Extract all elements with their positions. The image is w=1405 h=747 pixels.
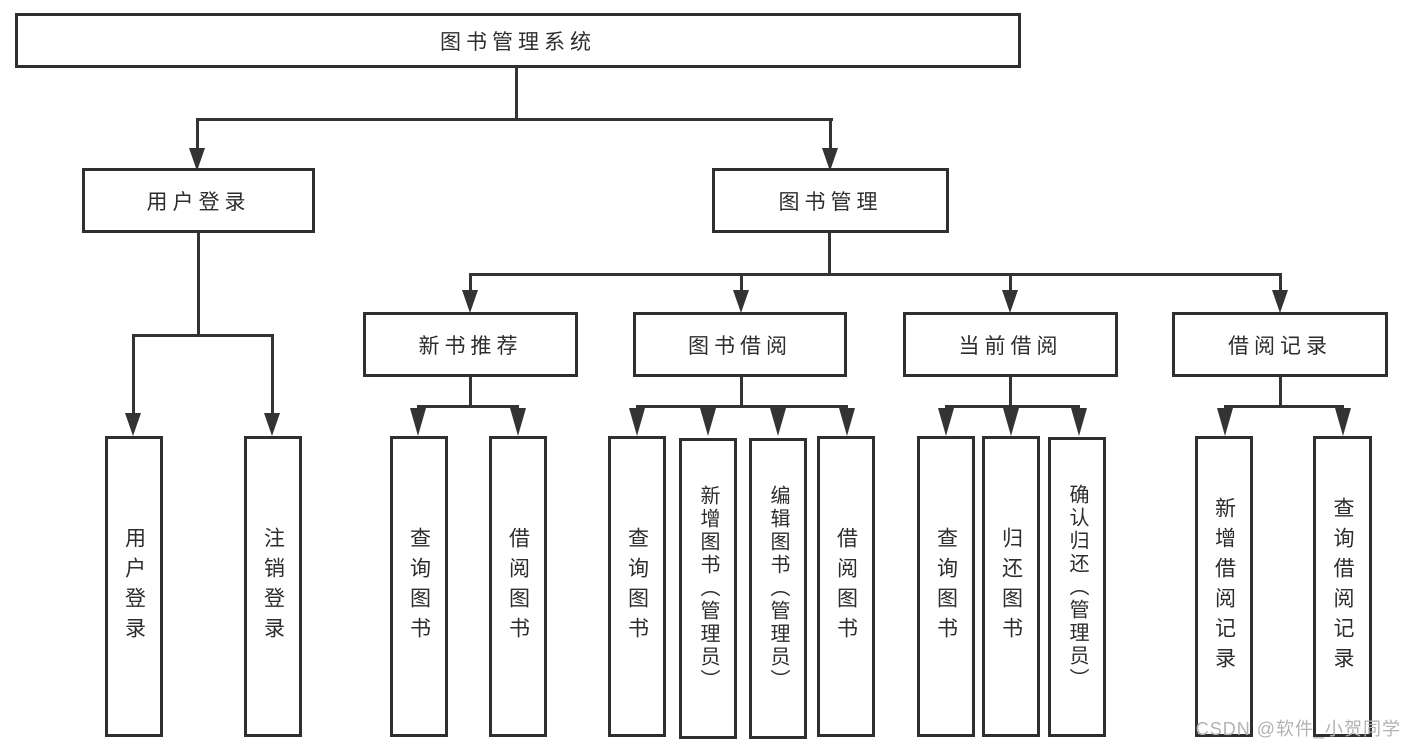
node-root-label: 图书管理系统 bbox=[440, 30, 596, 54]
leaf-borrow-query-label: 查询图书 bbox=[625, 526, 649, 647]
connector-line bbox=[829, 118, 832, 150]
connector-arrowhead bbox=[733, 290, 749, 313]
connector-line bbox=[1279, 273, 1282, 291]
connector-line bbox=[740, 273, 743, 291]
node-borrowing-records: 借阅记录 bbox=[1172, 312, 1388, 377]
connector-line bbox=[515, 68, 518, 121]
node-book-borrowing-label: 图书借阅 bbox=[688, 334, 792, 358]
connector-arrowhead bbox=[189, 148, 205, 171]
connector-line bbox=[1279, 377, 1282, 408]
connector-arrowhead bbox=[510, 408, 526, 436]
connector-arrowhead bbox=[700, 408, 716, 436]
connector-arrowhead bbox=[822, 148, 838, 171]
node-book-management: 图书管理 bbox=[712, 168, 949, 233]
connector-arrowhead bbox=[410, 408, 426, 436]
node-borrowing-records-label: 借阅记录 bbox=[1228, 334, 1332, 358]
connector-line bbox=[196, 118, 199, 150]
leaf-newbook-query-label: 查询图书 bbox=[407, 526, 431, 647]
connector-arrowhead bbox=[1003, 408, 1019, 436]
leaf-borrow-add-admin-label: 新增图书（管理员） bbox=[697, 485, 719, 692]
connector-arrowhead bbox=[125, 413, 141, 436]
node-user-login: 用户登录 bbox=[82, 168, 315, 233]
connector-arrowhead bbox=[839, 408, 855, 436]
leaf-newbook-query: 查询图书 bbox=[390, 436, 448, 737]
connector-arrowhead bbox=[1217, 408, 1233, 436]
node-new-book-recommend-label: 新书推荐 bbox=[418, 334, 523, 358]
connector-line bbox=[740, 377, 743, 408]
connector-line bbox=[196, 118, 833, 121]
connector-line bbox=[1224, 405, 1344, 408]
leaf-record-query-label: 查询借阅记录 bbox=[1331, 496, 1354, 677]
leaf-current-return: 归还图书 bbox=[982, 436, 1040, 737]
connector-line bbox=[417, 405, 519, 408]
connector-line bbox=[636, 405, 848, 408]
connector-line bbox=[132, 334, 274, 337]
connector-line bbox=[828, 233, 831, 276]
leaf-newbook-borrow: 借阅图书 bbox=[489, 436, 547, 737]
leaf-current-confirm-admin-label: 确认归还（管理员） bbox=[1066, 483, 1088, 691]
csdn-watermark: CSDN @软件_小贺同学 bbox=[1195, 719, 1401, 739]
connector-arrowhead bbox=[1335, 408, 1351, 436]
connector-arrowhead bbox=[1002, 290, 1018, 313]
leaf-current-return-label: 归还图书 bbox=[999, 526, 1023, 647]
connector-arrowhead bbox=[1272, 290, 1288, 313]
connector-line bbox=[271, 334, 274, 415]
leaf-newbook-borrow-label: 借阅图书 bbox=[506, 526, 530, 647]
leaf-borrow-query: 查询图书 bbox=[608, 436, 666, 737]
connector-arrowhead bbox=[264, 413, 280, 436]
leaf-logout: 注销登录 bbox=[244, 436, 302, 737]
leaf-record-add: 新增借阅记录 bbox=[1195, 436, 1253, 737]
connector-line bbox=[1009, 377, 1012, 408]
leaf-borrow-add-admin: 新增图书（管理员） bbox=[679, 438, 737, 739]
leaf-user-login-label: 用户登录 bbox=[122, 526, 146, 647]
leaf-current-query-label: 查询图书 bbox=[934, 526, 958, 647]
connector-arrowhead bbox=[770, 408, 786, 436]
connector-line bbox=[469, 377, 472, 408]
node-current-borrowing: 当前借阅 bbox=[903, 312, 1118, 377]
connector-line bbox=[469, 273, 472, 291]
leaf-current-confirm-admin: 确认归还（管理员） bbox=[1048, 437, 1106, 737]
leaf-current-query: 查询图书 bbox=[917, 436, 975, 737]
connector-line bbox=[469, 273, 1281, 276]
leaf-user-login: 用户登录 bbox=[105, 436, 163, 737]
leaf-borrow-borrow: 借阅图书 bbox=[817, 436, 875, 737]
connector-arrowhead bbox=[1071, 408, 1087, 436]
connector-line bbox=[945, 405, 1080, 408]
connector-arrowhead bbox=[462, 290, 478, 313]
node-current-borrowing-label: 当前借阅 bbox=[958, 334, 1063, 358]
leaf-borrow-borrow-label: 借阅图书 bbox=[834, 526, 858, 647]
connector-arrowhead bbox=[629, 408, 645, 436]
node-book-borrowing: 图书借阅 bbox=[633, 312, 847, 377]
connector-line bbox=[197, 233, 200, 337]
connector-arrowhead bbox=[938, 408, 954, 436]
node-new-book-recommend: 新书推荐 bbox=[363, 312, 578, 377]
connector-line bbox=[1009, 273, 1012, 291]
leaf-borrow-edit-admin-label: 编辑图书（管理员） bbox=[767, 485, 789, 692]
leaf-borrow-edit-admin: 编辑图书（管理员） bbox=[749, 438, 807, 739]
node-book-management-label: 图书管理 bbox=[778, 190, 883, 214]
leaf-record-add-label: 新增借阅记录 bbox=[1212, 496, 1236, 677]
leaf-logout-label: 注销登录 bbox=[261, 526, 285, 647]
leaf-record-query: 查询借阅记录 bbox=[1313, 436, 1372, 737]
connector-line bbox=[132, 334, 135, 415]
node-root: 图书管理系统 bbox=[15, 13, 1021, 68]
node-user-login-label: 用户登录 bbox=[146, 190, 251, 214]
